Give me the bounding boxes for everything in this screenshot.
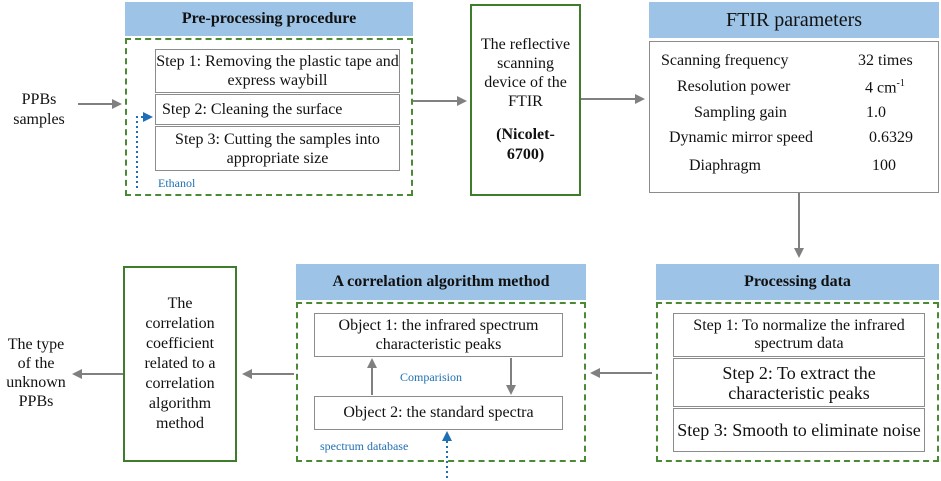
processing-panel [656,302,939,462]
preprocessing-panel [125,38,413,196]
preprocessing-step1: Step 1: Removing the plastic tape and ex… [155,49,400,93]
comparison-label: Comparision [400,370,462,384]
param-value-sampling-gain: 1.0 [866,104,886,121]
resolution-value: 4 cm [865,79,897,97]
ftir-device-model: (Nicolet-6700) [496,126,555,163]
processing-step2: Step 2: To extract the characteristic pe… [673,358,925,407]
correlation-title: A correlation algorithm method [296,264,586,300]
processing-step3: Step 3: Smooth to eliminate noise [673,408,925,452]
processing-title: Processing data [656,264,939,300]
ftir-device-text: The reflective scanning device of the FT… [480,36,571,110]
correlation-coefficient-box: The correlation coefficient related to a… [123,266,237,462]
ethanol-label: Ethanol [158,176,196,190]
ftir-device-box: The reflective scanning device of the FT… [470,4,581,196]
output-label: The type of the unknown PPBs [6,336,66,410]
correlation-object2: Object 2: the standard spectra [314,396,563,430]
param-name-dynamic-mirror-speed: Dynamic mirror speed [669,129,813,146]
correlation-panel [296,302,586,462]
param-value-scanning-frequency: 32 times [858,52,913,69]
preprocessing-step3: Step 3: Cutting the samples into appropr… [155,126,400,171]
param-value-resolution-power: 4 cm-1 [865,78,905,97]
correlation-object1: Object 1: the infrared spectrum characte… [314,313,563,357]
param-value-diaphragm: 100 [872,157,896,174]
preprocessing-title: Pre-processing procedure [125,2,413,36]
preprocessing-step2: Step 2: Cleaning the surface [155,94,400,125]
input-label: PPBs samples [13,91,65,128]
spectrum-database-label: spectrum database [320,439,409,453]
ftir-params-title: FTIR parameters [649,2,939,38]
param-name-sampling-gain: Sampling gain [694,104,787,121]
ftir-params-panel [649,41,939,193]
param-name-scanning-frequency: Scanning frequency [661,52,789,69]
processing-step1: Step 1: To normalize the infrared spectr… [673,313,925,357]
resolution-unit-exponent: -1 [896,78,905,89]
param-value-dynamic-mirror-speed: 0.6329 [869,129,913,146]
param-name-diaphragm: Diaphragm [689,157,761,174]
param-name-resolution-power: Resolution power [677,78,791,95]
